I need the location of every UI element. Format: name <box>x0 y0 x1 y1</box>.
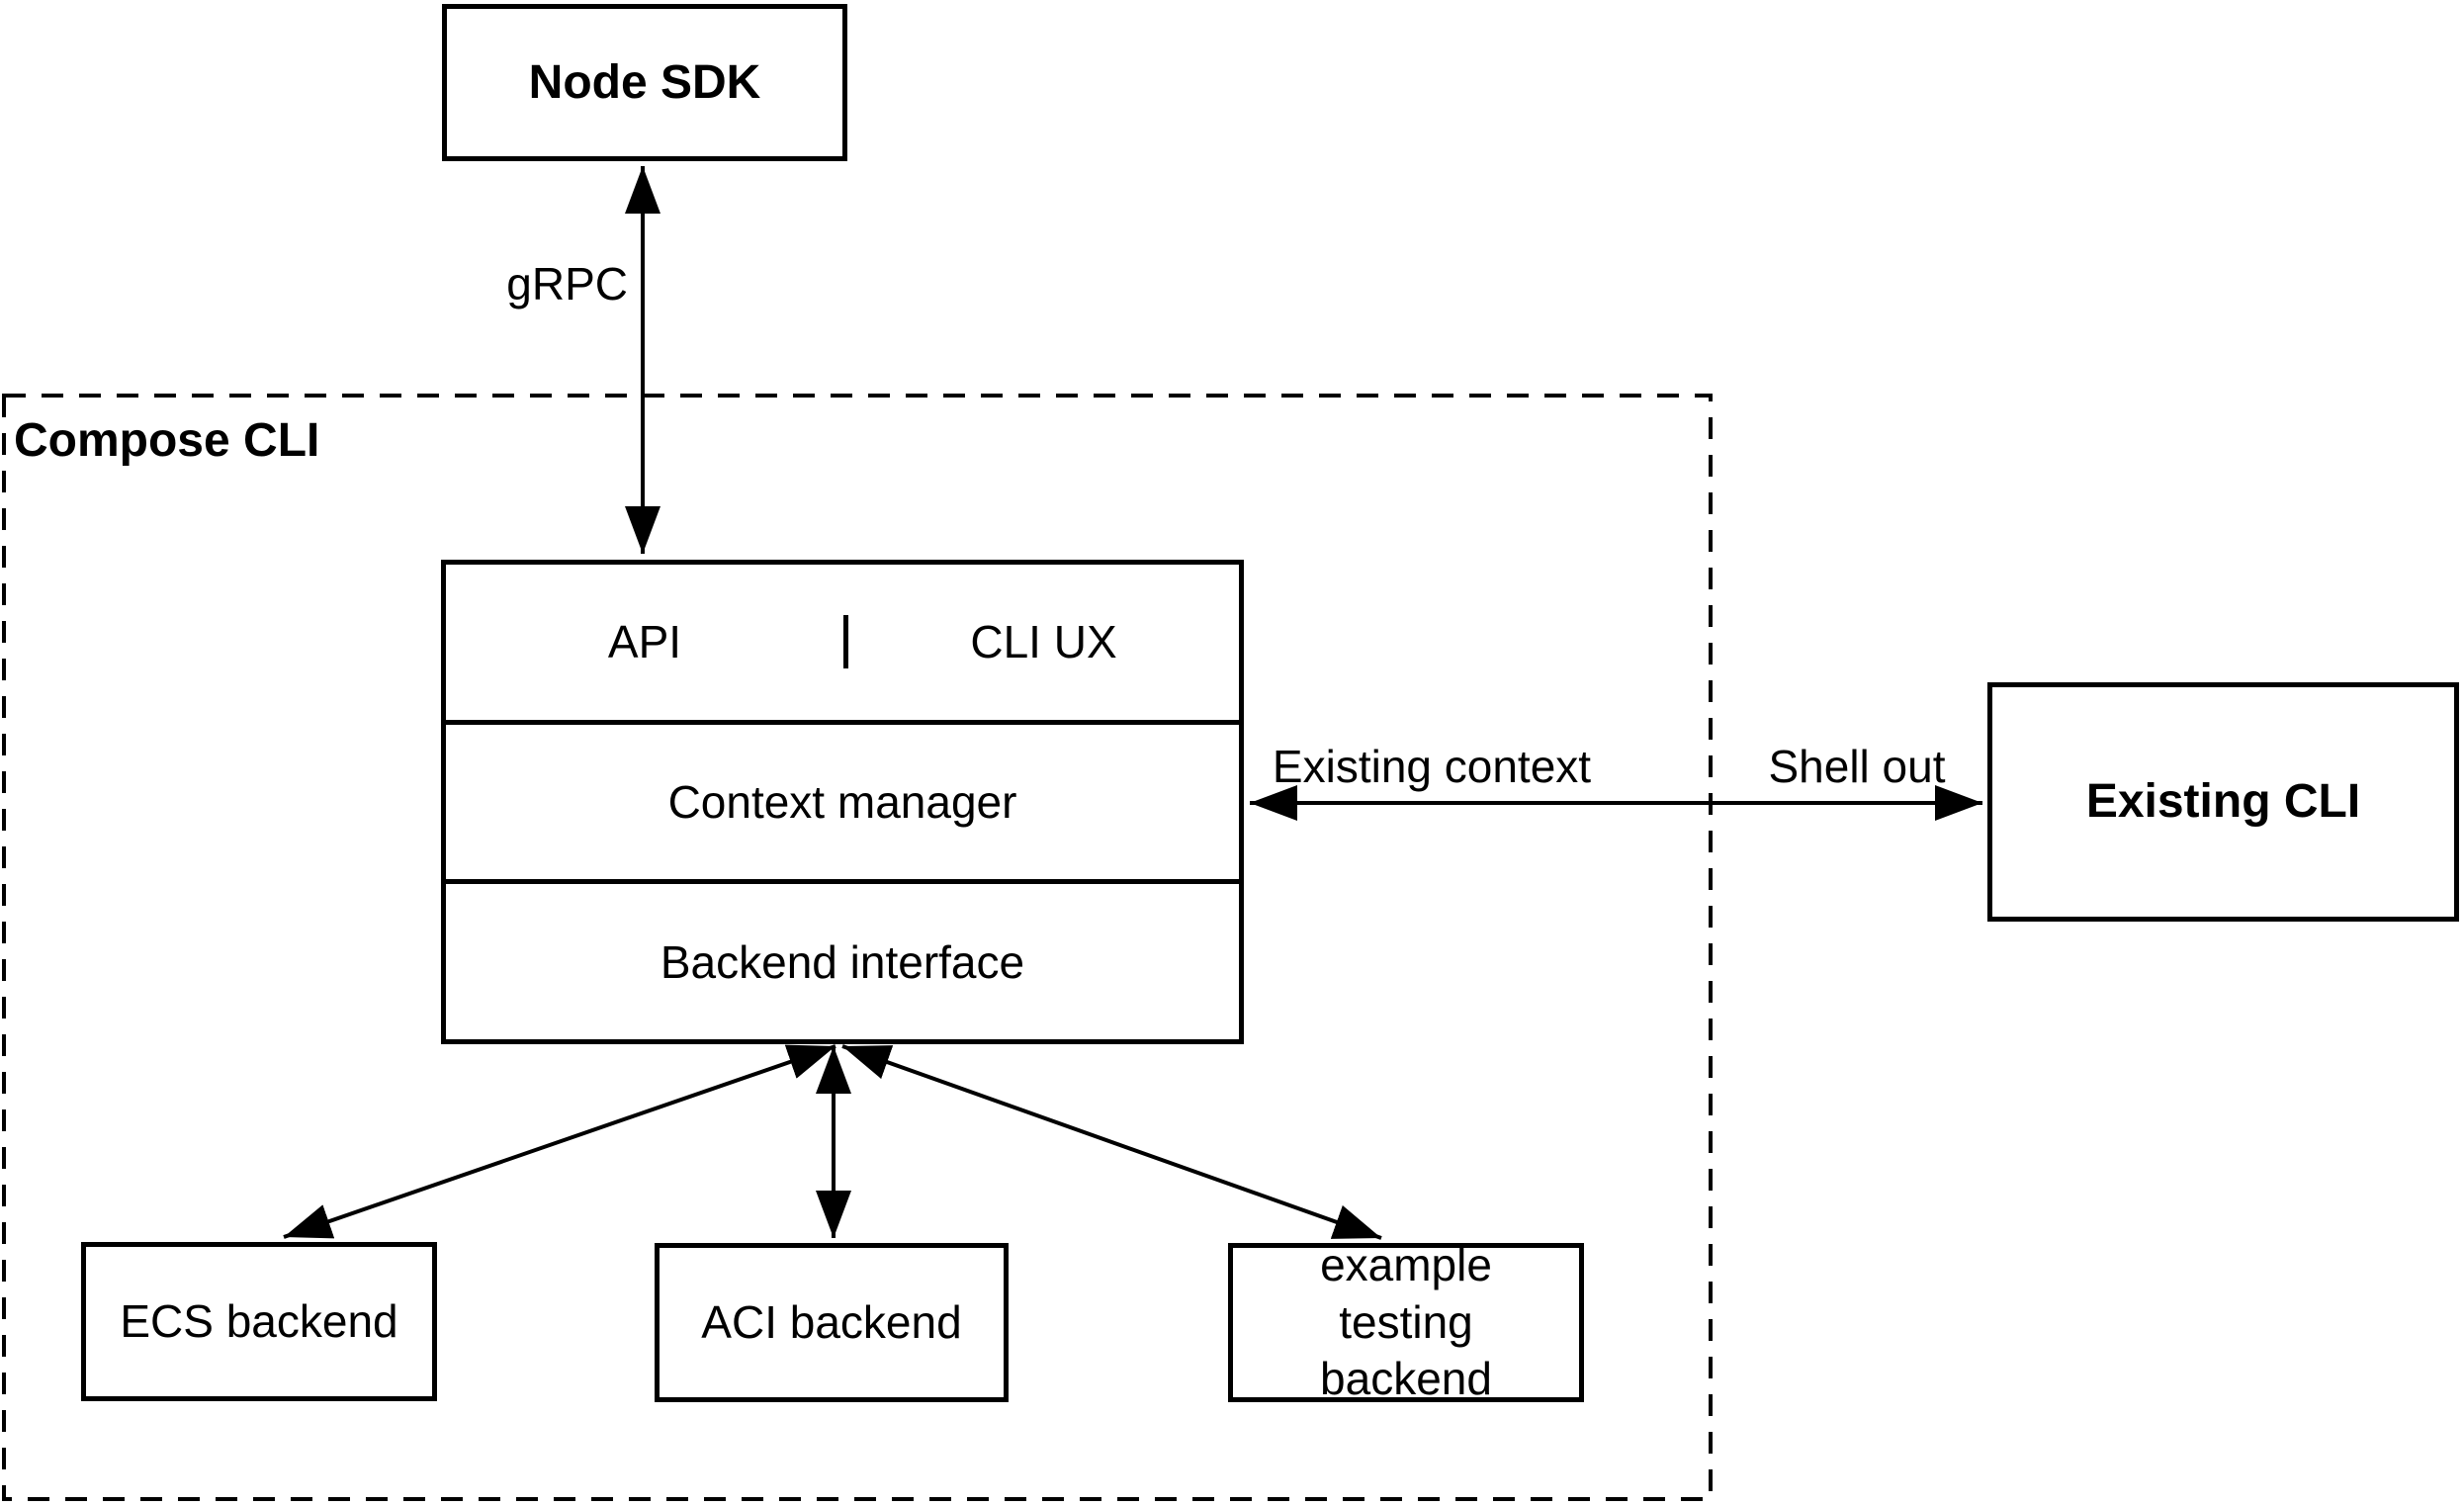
existing-context-edge-label: Existing context <box>1272 741 1592 792</box>
grpc-edge-label: gRPC <box>506 258 628 310</box>
aci-backend-box: ACI backend <box>655 1243 1009 1402</box>
context-manager-box: Context manager <box>446 719 1239 880</box>
ecs-backend-box: ECS backend <box>81 1242 437 1401</box>
stack-top-row: API CLI UX <box>446 565 1239 720</box>
node-sdk-box: Node SDK <box>442 4 847 161</box>
example-testing-backend-box: example testing backend <box>1228 1239 1584 1404</box>
compose-cli-group-border <box>2 394 1713 1501</box>
api-box: API <box>446 615 848 669</box>
existing-cli-box: Existing CLI <box>1987 682 2459 922</box>
edge-backend-example <box>841 1044 1382 1240</box>
edge-backend-ecs <box>283 1044 836 1239</box>
compose-core-stack: API CLI UX Context manager Backend inter… <box>441 560 1244 1044</box>
compose-cli-group-label: Compose CLI <box>14 414 320 467</box>
shell-out-edge-label: Shell out <box>1768 741 1946 792</box>
cli-ux-box: CLI UX <box>970 616 1117 668</box>
backend-interface-box: Backend interface <box>446 879 1239 1039</box>
